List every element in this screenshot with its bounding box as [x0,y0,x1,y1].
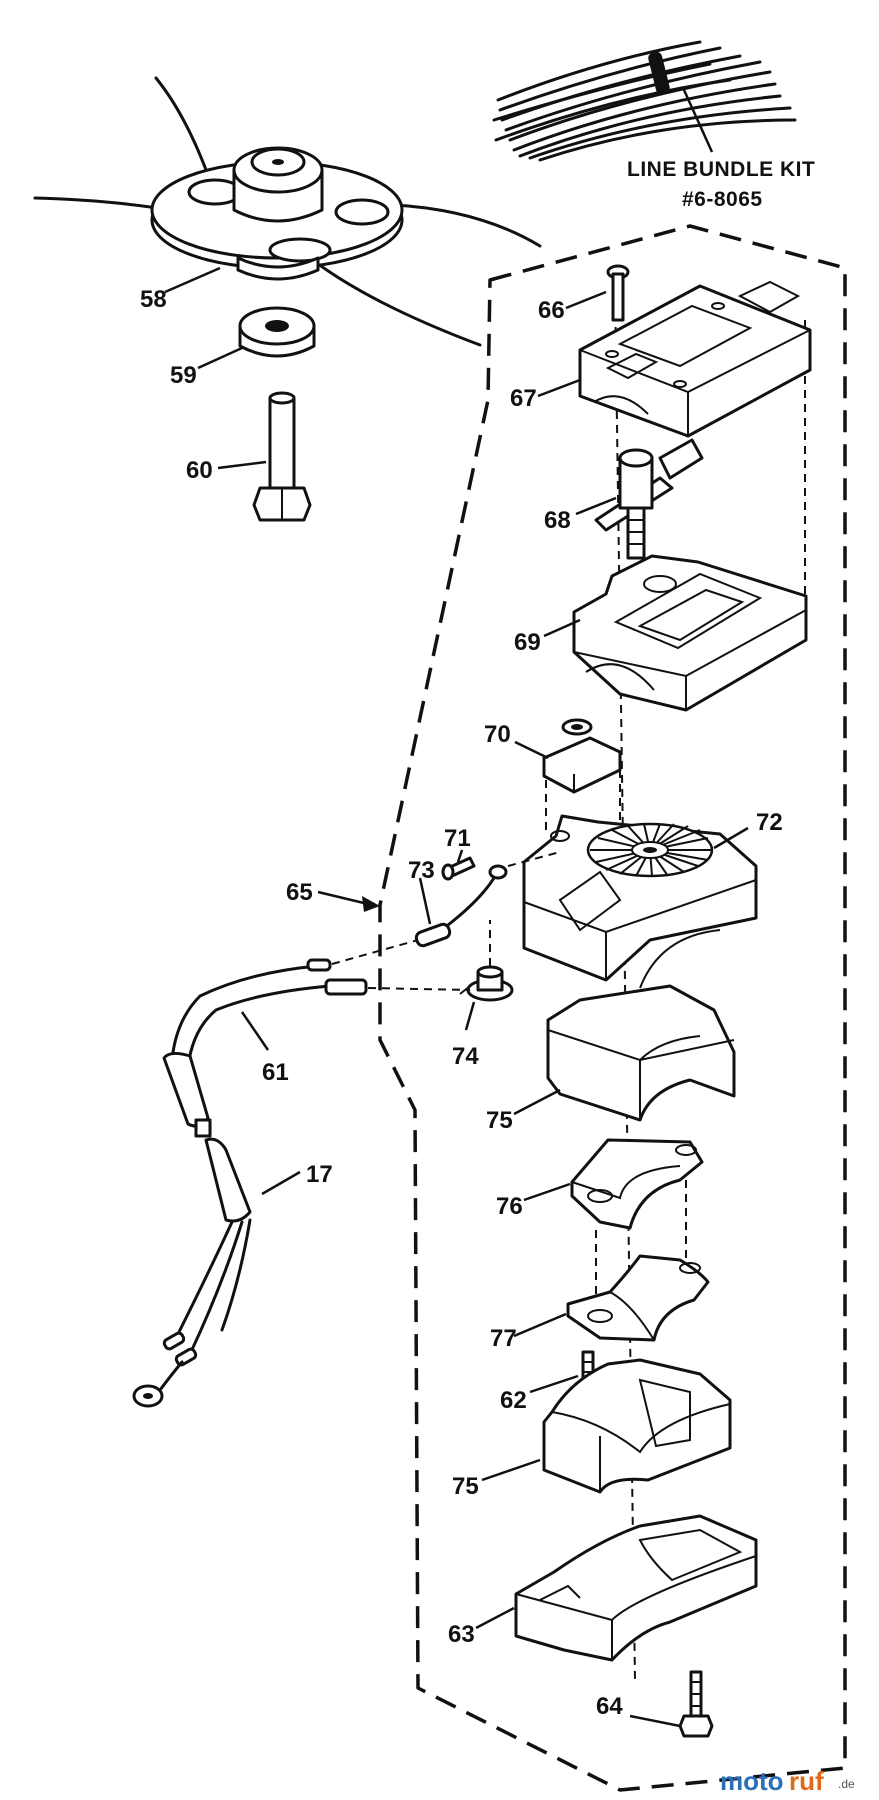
label-64: 64 [596,1693,623,1720]
label-73: 73 [408,857,435,884]
upper-housing-69 [572,554,808,712]
label-77: 77 [490,1325,517,1352]
label-76: 76 [496,1193,523,1220]
clamp-bolt-68 [594,438,704,560]
label-63: 63 [448,1621,475,1648]
watermark-logo: moto ruf .de [720,1766,855,1796]
screw-64 [678,1670,714,1738]
screw-66 [606,264,630,322]
housing-72 [522,814,758,989]
label-67: 67 [510,385,537,412]
watermark-part1: moto [720,1766,784,1796]
wire-lead-73 [414,851,561,948]
wire-harness-17 [132,1137,252,1408]
watermark-suffix: .de [838,1777,855,1791]
label-61: 61 [262,1059,289,1086]
label-62: 62 [500,1387,527,1414]
kit-number: #6-8065 [682,188,763,211]
washer-59 [238,306,316,358]
shaft-bolt-60 [252,391,312,522]
label-66: 66 [538,297,565,324]
clamp-76 [570,1138,704,1230]
assembly-group-outline [378,224,847,1792]
label-70: 70 [484,721,511,748]
label-65: 65 [286,879,313,906]
label-59: 59 [170,362,197,389]
label-68: 68 [544,507,571,534]
line-bundle-icon [492,40,797,162]
switch-74 [459,920,514,1002]
watermark-part2: ruf [789,1766,824,1796]
trimmer-head-58 [33,76,542,347]
label-74: 74 [452,1043,479,1070]
plate-70 [542,718,622,794]
cover-75-upper [546,984,736,1122]
label-75a: 75 [486,1107,513,1134]
label-60: 60 [186,457,213,484]
bottom-housing-63 [514,1514,758,1662]
cover-75-lower [542,1358,732,1494]
label-72: 72 [756,809,783,836]
label-69: 69 [514,629,541,656]
label-71: 71 [444,825,471,852]
group-arrow-65 [317,890,380,912]
label-58: 58 [140,286,167,313]
clamp-77 [566,1254,710,1342]
kit-title: LINE BUNDLE KIT [627,158,815,181]
screw-71 [441,856,476,881]
label-75b: 75 [452,1473,479,1500]
top-plate-67 [578,280,812,438]
label-17: 17 [306,1161,333,1188]
wire-harness-61 [162,939,471,1138]
